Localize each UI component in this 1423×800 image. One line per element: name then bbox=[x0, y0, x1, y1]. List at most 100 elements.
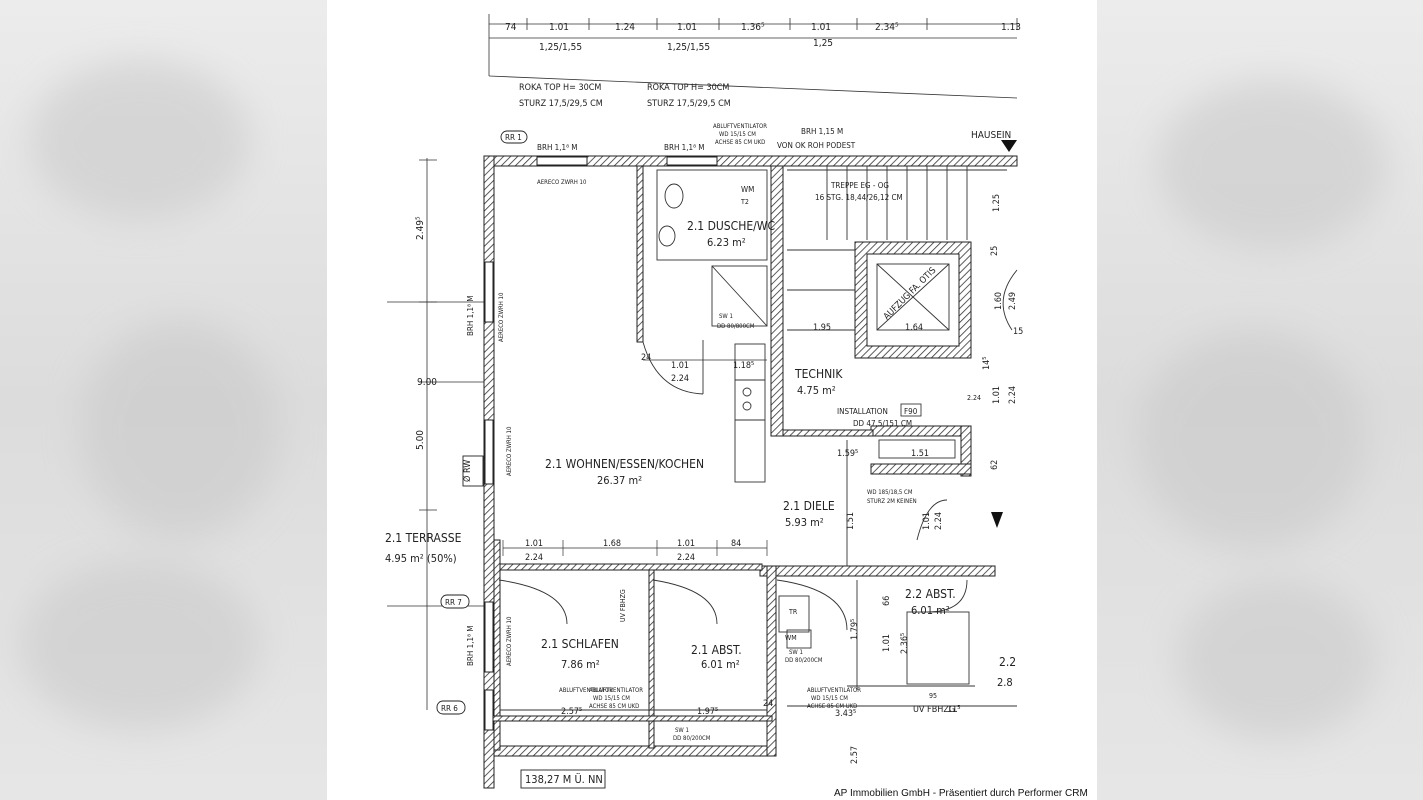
svg-text:1,25: 1,25 bbox=[813, 38, 833, 49]
svg-text:1.01: 1.01 bbox=[677, 539, 695, 549]
window-notes: ROKA TOP H= 30CM STURZ 17,5/29,5 CM ROKA… bbox=[519, 83, 731, 109]
room-area-abst22: 6.01 m² bbox=[911, 604, 950, 617]
reference-markers bbox=[436, 130, 606, 789]
svg-text:14⁵: 14⁵ bbox=[982, 356, 992, 370]
svg-text:1,25/1,55: 1,25/1,55 bbox=[667, 42, 710, 53]
room-area-wohnen: 26.37 m² bbox=[597, 474, 642, 487]
svg-text:SW 1: SW 1 bbox=[675, 727, 689, 734]
svg-text:WD 15/15 CM: WD 15/15 CM bbox=[593, 695, 630, 702]
svg-text:DD 80/800CM: DD 80/800CM bbox=[717, 323, 755, 330]
top-dimension-lines bbox=[488, 14, 1018, 99]
top-dimension-texts: 74 1.01 1.24 1.01 1.36⁵ 1.01 2.34⁵ 1.13 … bbox=[505, 22, 1021, 53]
svg-text:AERECO ZWRH 10: AERECO ZWRH 10 bbox=[537, 179, 587, 186]
svg-text:2.57: 2.57 bbox=[850, 746, 860, 764]
svg-text:WM: WM bbox=[785, 634, 797, 642]
svg-text:1.18⁵: 1.18⁵ bbox=[733, 361, 754, 371]
room-name-schlafen: 2.1 SCHLAFEN bbox=[541, 637, 619, 651]
svg-text:HAUSEIN: HAUSEIN bbox=[971, 130, 1011, 141]
svg-text:T2: T2 bbox=[740, 198, 749, 206]
svg-text:1.36⁵: 1.36⁵ bbox=[741, 22, 765, 33]
windows bbox=[484, 156, 718, 731]
svg-text:74: 74 bbox=[505, 22, 517, 33]
svg-text:2.49⁵: 2.49⁵ bbox=[415, 216, 426, 240]
svg-text:ROKA TOP H= 30CM: ROKA TOP H= 30CM bbox=[647, 83, 729, 93]
svg-text:24: 24 bbox=[763, 699, 773, 709]
svg-text:DD 80/200CM: DD 80/200CM bbox=[785, 657, 823, 664]
inner-dimension-lines bbox=[502, 359, 768, 556]
svg-text:UV FBHZG.: UV FBHZG. bbox=[913, 705, 958, 715]
room-name-terrasse: 2.1 TERRASSE bbox=[385, 531, 462, 545]
svg-text:F90: F90 bbox=[904, 407, 918, 416]
svg-text:VON OK ROH PODEST: VON OK ROH PODEST bbox=[777, 141, 856, 150]
entrance-marker bbox=[991, 140, 1017, 528]
svg-text:1.25: 1.25 bbox=[992, 194, 1002, 212]
room-area-technik: 4.75 m² bbox=[797, 384, 836, 397]
room-name-dusche: 2.1 DUSCHE/WC bbox=[687, 219, 775, 233]
blurred-background-left bbox=[0, 0, 327, 800]
svg-text:1.01: 1.01 bbox=[811, 22, 831, 33]
svg-text:1.60: 1.60 bbox=[994, 292, 1004, 310]
svg-text:5.00: 5.00 bbox=[415, 430, 426, 450]
svg-text:3.43⁵: 3.43⁵ bbox=[835, 709, 856, 719]
svg-text:WD 15/15 CM: WD 15/15 CM bbox=[811, 695, 848, 702]
svg-text:ACHSE 85 CM UKD: ACHSE 85 CM UKD bbox=[807, 703, 857, 710]
svg-text:2.24: 2.24 bbox=[934, 512, 944, 530]
svg-text:ABLUFTVENTILATOR: ABLUFTVENTILATOR bbox=[807, 687, 861, 694]
svg-text:INSTALLATION: INSTALLATION bbox=[837, 407, 888, 416]
svg-text:2.24: 2.24 bbox=[1008, 386, 1018, 404]
svg-text:95: 95 bbox=[929, 692, 937, 700]
room-name-abst22: 2.2 ABST. bbox=[905, 587, 956, 601]
svg-text:1.24: 1.24 bbox=[615, 22, 635, 33]
svg-text:2.34⁵: 2.34⁵ bbox=[875, 22, 899, 33]
room-name-technik: TECHNIK bbox=[794, 367, 843, 381]
left-dimension-lines bbox=[387, 158, 487, 710]
svg-text:AERECO ZWRH 10: AERECO ZWRH 10 bbox=[506, 616, 513, 666]
svg-text:1.95: 1.95 bbox=[813, 323, 831, 333]
svg-text:1.01: 1.01 bbox=[525, 539, 543, 549]
svg-text:1.13: 1.13 bbox=[1001, 22, 1021, 33]
svg-text:STURZ 17,5/29,5 CM: STURZ 17,5/29,5 CM bbox=[519, 99, 603, 109]
svg-text:15: 15 bbox=[1013, 327, 1023, 337]
svg-text:BRH 1,1⁸ M: BRH 1,1⁸ M bbox=[537, 143, 577, 152]
floor-plan-drawing: 74 1.01 1.24 1.01 1.36⁵ 1.01 2.34⁵ 1.13 … bbox=[385, 14, 1023, 789]
svg-text:1.01: 1.01 bbox=[922, 512, 932, 530]
svg-text:62: 62 bbox=[990, 460, 1000, 470]
room-ref-rr7: RR 7 bbox=[445, 598, 462, 607]
room-name-diele: 2.1 DIELE bbox=[783, 499, 835, 513]
svg-text:DD 80/200CM: DD 80/200CM bbox=[673, 735, 711, 742]
floor-plan-panel: 74 1.01 1.24 1.01 1.36⁵ 1.01 2.34⁵ 1.13 … bbox=[327, 0, 1097, 800]
blurred-background-right bbox=[1097, 0, 1423, 800]
svg-text:9.00: 9.00 bbox=[417, 377, 437, 388]
svg-text:AERECO ZWRH 10: AERECO ZWRH 10 bbox=[498, 292, 505, 342]
rainwater-label: Ø RW bbox=[462, 460, 473, 482]
svg-text:BRH 1,15 M: BRH 1,15 M bbox=[801, 127, 843, 136]
svg-text:1.97⁵: 1.97⁵ bbox=[697, 707, 718, 717]
svg-text:STURZ 2M KEINEN: STURZ 2M KEINEN bbox=[867, 498, 917, 505]
svg-text:1.01: 1.01 bbox=[549, 22, 569, 33]
svg-text:1.68: 1.68 bbox=[603, 539, 621, 549]
room-area-terrasse: 4.95 m² (50%) bbox=[385, 552, 457, 565]
svg-text:TREPPE EG - OG: TREPPE EG - OG bbox=[830, 181, 889, 190]
svg-text:1.51: 1.51 bbox=[846, 512, 856, 530]
svg-text:84: 84 bbox=[731, 539, 741, 549]
svg-text:1.79⁵: 1.79⁵ bbox=[850, 619, 860, 640]
svg-text:ABLUFTVENTILATOR: ABLUFTVENTILATOR bbox=[713, 123, 767, 130]
svg-text:2.24: 2.24 bbox=[677, 553, 695, 563]
svg-text:STURZ 17,5/29,5 CM: STURZ 17,5/29,5 CM bbox=[647, 99, 731, 109]
svg-text:25: 25 bbox=[990, 246, 1000, 256]
svg-text:2.24: 2.24 bbox=[671, 374, 689, 384]
room-area-schlafen: 7.86 m² bbox=[561, 658, 600, 671]
svg-text:2.57⁵: 2.57⁵ bbox=[561, 707, 582, 717]
svg-text:ABLUFTVENTILATOR: ABLUFTVENTILATOR bbox=[559, 687, 613, 694]
svg-text:1.01: 1.01 bbox=[671, 361, 689, 371]
svg-text:2.49: 2.49 bbox=[1008, 292, 1018, 310]
svg-text:ABLUFTVENTILATOR: ABLUFTVENTILATOR bbox=[589, 687, 643, 694]
svg-text:1,25/1,55: 1,25/1,55 bbox=[539, 42, 582, 53]
svg-text:11⁵: 11⁵ bbox=[947, 705, 961, 715]
svg-text:TR: TR bbox=[788, 608, 798, 616]
room-ref-rr1: RR 1 bbox=[505, 133, 522, 142]
room-area-22: 2.8 bbox=[997, 676, 1013, 689]
svg-text:1.01: 1.01 bbox=[677, 22, 697, 33]
exterior-walls bbox=[483, 155, 1018, 789]
room-name-wohnen: 2.1 WOHNEN/ESSEN/KOCHEN bbox=[545, 457, 704, 471]
